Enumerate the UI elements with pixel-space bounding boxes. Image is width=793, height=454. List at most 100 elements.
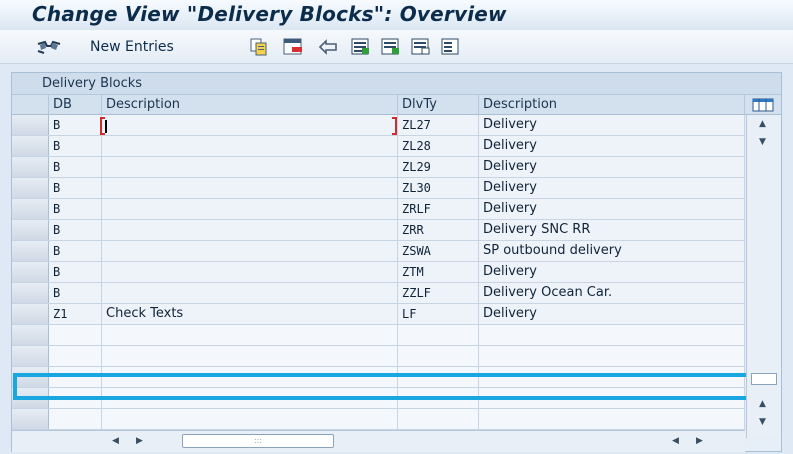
scroll-right-right-pane-icon[interactable]: ▶: [696, 436, 703, 446]
cell-description[interactable]: [102, 178, 398, 198]
cell-dlvty[interactable]: ZZLF: [398, 283, 479, 303]
scroll-left-icon[interactable]: ◀: [112, 436, 119, 446]
delete-icon[interactable]: [282, 37, 304, 57]
row-selector[interactable]: [12, 325, 49, 345]
edit-glasses-icon[interactable]: [34, 37, 64, 57]
hscroll-thumb[interactable]: :::: [182, 434, 334, 448]
table-settings-icon[interactable]: [748, 97, 778, 113]
cell-dlvty[interactable]: ZSWA: [398, 241, 479, 261]
select-block-icon[interactable]: [380, 37, 402, 57]
cell-description[interactable]: [102, 409, 398, 429]
row-selector[interactable]: [12, 367, 49, 387]
row-selector[interactable]: [12, 115, 49, 135]
row-selector[interactable]: [12, 157, 49, 177]
cell-dlvty[interactable]: [398, 325, 479, 345]
cell-db[interactable]: [49, 325, 102, 345]
row-selector[interactable]: [12, 220, 49, 240]
row-selector[interactable]: [12, 283, 49, 303]
column-header-dlvty[interactable]: DlvTy: [398, 95, 479, 115]
cell-db[interactable]: [49, 367, 102, 387]
cell-dlvty[interactable]: [398, 367, 479, 387]
cell-description[interactable]: [102, 325, 398, 345]
cell-dlvty-description: [479, 409, 745, 429]
table-row[interactable]: [12, 367, 745, 388]
cell-description[interactable]: [102, 283, 398, 303]
scroll-up-bottom-icon[interactable]: ▲: [759, 399, 766, 409]
cell-db[interactable]: [49, 346, 102, 366]
details-icon[interactable]: [440, 37, 462, 57]
scroll-down-icon[interactable]: ▼: [759, 137, 766, 147]
cell-description[interactable]: [102, 346, 398, 366]
cell-dlvty[interactable]: [398, 346, 479, 366]
scroll-left-right-pane-icon[interactable]: ◀: [672, 436, 679, 446]
row-selector[interactable]: [12, 241, 49, 261]
row-selector[interactable]: [12, 136, 49, 156]
cell-dlvty-description: Delivery SNC RR: [479, 220, 745, 240]
cell-dlvty[interactable]: ZL30: [398, 178, 479, 198]
cell-dlvty[interactable]: ZRR: [398, 220, 479, 240]
cell-description[interactable]: [102, 367, 398, 387]
cell-dlvty[interactable]: ZL29: [398, 157, 479, 177]
cell-db[interactable]: B: [49, 199, 102, 219]
cell-db[interactable]: B: [49, 283, 102, 303]
undo-icon[interactable]: [316, 37, 340, 57]
cell-description[interactable]: [102, 115, 398, 135]
cell-description[interactable]: Check Texts: [102, 304, 398, 324]
table-row[interactable]: [12, 325, 745, 346]
cell-db[interactable]: B: [49, 220, 102, 240]
vertical-scrollbar[interactable]: ▲ ▼ ▲ ▼: [746, 115, 781, 438]
scroll-down-bottom-icon[interactable]: ▼: [759, 417, 766, 427]
scroll-right-icon[interactable]: ▶: [136, 436, 143, 446]
scroll-up-icon[interactable]: ▲: [759, 119, 766, 129]
deselect-all-icon[interactable]: [410, 37, 432, 57]
cell-description[interactable]: [102, 241, 398, 261]
cell-db[interactable]: [49, 409, 102, 429]
cell-dlvty[interactable]: [398, 409, 479, 429]
row-selector[interactable]: [12, 178, 49, 198]
column-header-dlvty-description[interactable]: Description: [479, 95, 745, 115]
cell-description[interactable]: [102, 157, 398, 177]
cell-dlvty[interactable]: ZL27: [398, 115, 479, 135]
cell-dlvty[interactable]: ZTM: [398, 262, 479, 282]
cell-description[interactable]: [102, 220, 398, 240]
cell-db[interactable]: B: [49, 241, 102, 261]
cell-description[interactable]: [102, 199, 398, 219]
table-row[interactable]: [12, 346, 745, 367]
table-row[interactable]: [12, 409, 745, 430]
cell-description[interactable]: [102, 262, 398, 282]
select-all-corner[interactable]: [12, 95, 49, 115]
cell-description[interactable]: [102, 136, 398, 156]
cell-db[interactable]: B: [49, 136, 102, 156]
cell-dlvty[interactable]: ZL28: [398, 136, 479, 156]
row-selector[interactable]: [12, 199, 49, 219]
row-selector[interactable]: [12, 346, 49, 366]
new-entries-button[interactable]: New Entries: [90, 39, 174, 55]
column-header-description[interactable]: Description: [102, 95, 398, 115]
row-selector[interactable]: [12, 262, 49, 282]
select-all-icon[interactable]: [350, 37, 372, 57]
cell-db[interactable]: B: [49, 262, 102, 282]
horizontal-scrollbar[interactable]: ◀ ▶ ::: ◀ ▶: [12, 430, 745, 452]
cell-db[interactable]: B: [49, 157, 102, 177]
row-selector[interactable]: [12, 304, 49, 324]
title-bar: Change View "Delivery Blocks": Overview: [0, 0, 793, 30]
cell-dlvty[interactable]: ZRLF: [398, 199, 479, 219]
cell-db[interactable]: Z1: [49, 304, 102, 324]
cell-db[interactable]: B: [49, 178, 102, 198]
cell-db[interactable]: B: [49, 115, 102, 135]
row-selector[interactable]: [12, 409, 49, 429]
cell-dlvty[interactable]: LF: [398, 304, 479, 324]
copy-icon[interactable]: [248, 37, 270, 57]
scroll-thumb[interactable]: [751, 373, 777, 385]
column-header-db[interactable]: DB: [49, 95, 102, 115]
